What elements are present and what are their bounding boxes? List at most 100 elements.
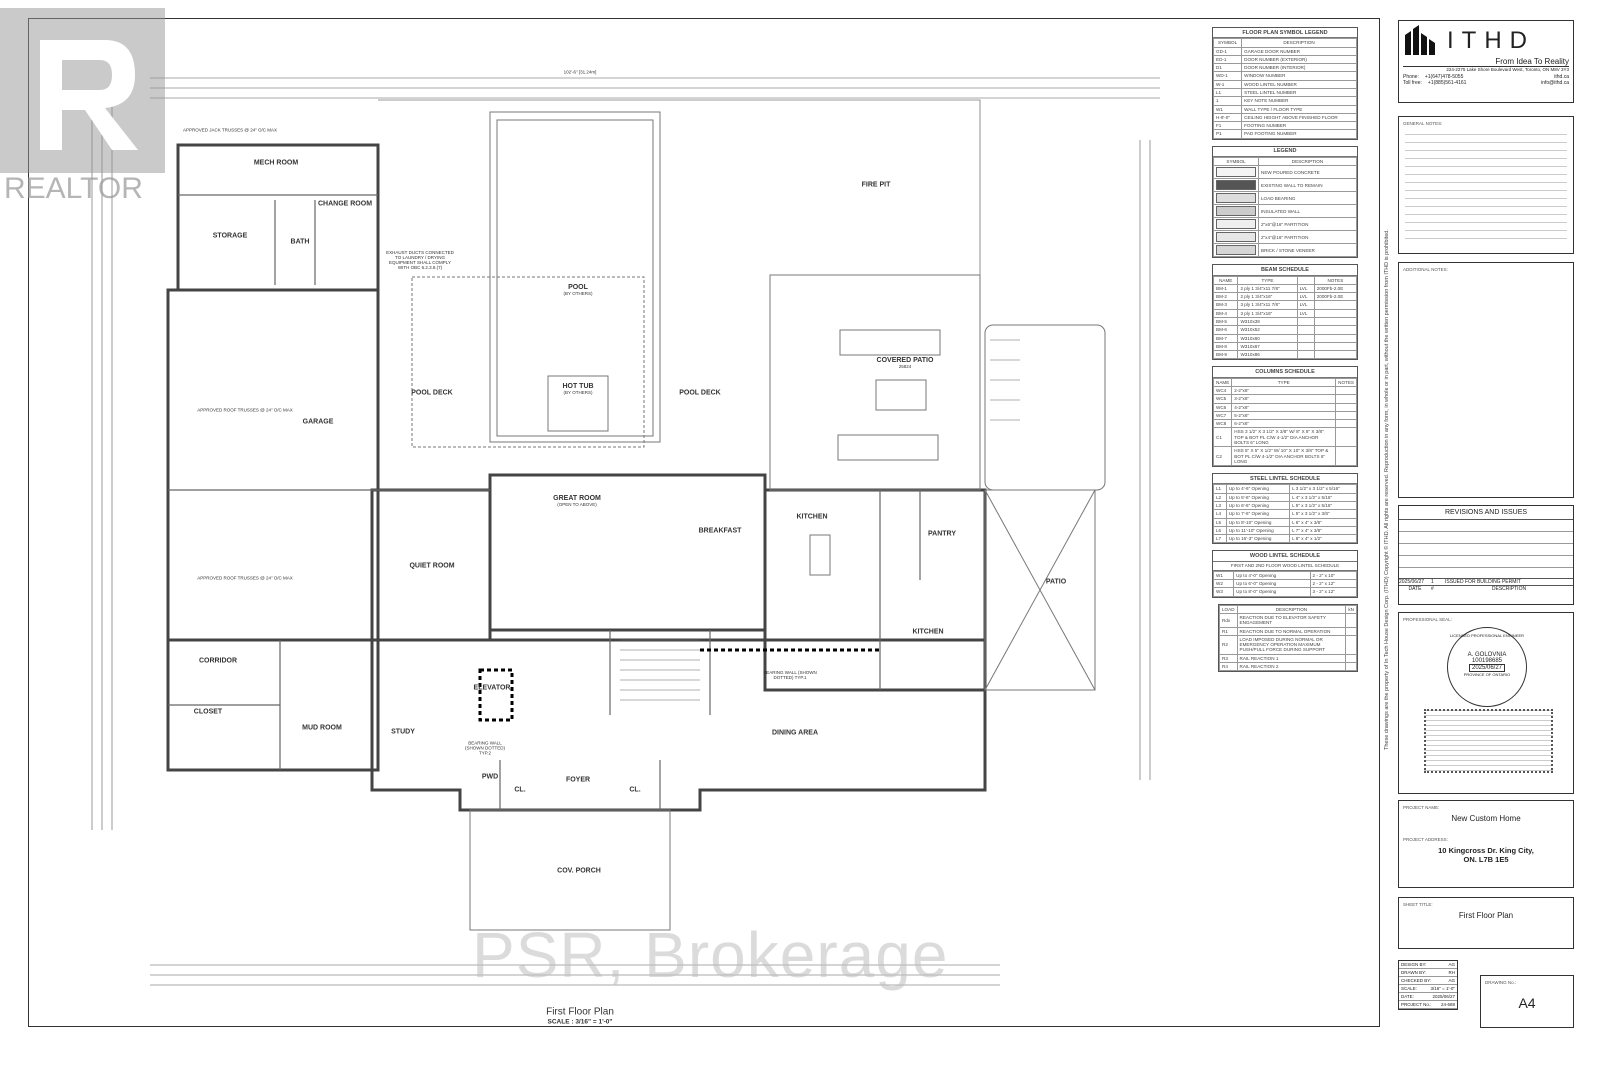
table-cell <box>1213 204 1259 219</box>
room-label: BREAKFAST <box>699 528 742 535</box>
revision-header: DATE#DESCRIPTION <box>1399 585 1573 592</box>
drawing-number-block: DRAWING No.: A4 <box>1480 975 1574 1028</box>
table-row: 2"x4"@16" PARTITION <box>1213 230 1357 245</box>
title-block-row: SCALE:3/16" = 1'-0" <box>1399 985 1457 993</box>
column-header: NAME <box>1212 275 1239 285</box>
table-cell: Up to 4'-6" Opening <box>1225 484 1291 494</box>
table-cell: W310x39 <box>1237 316 1298 327</box>
title-block-row: DESIGN BY:AG <box>1399 961 1457 969</box>
table-cell: L 8" x 4" x 1/2" <box>1289 534 1357 544</box>
table-cell: W310x86 <box>1237 350 1298 360</box>
table-cell: Up to 11'-10" Opening <box>1225 525 1291 536</box>
room-name: COV. PORCH <box>557 867 601 875</box>
plan-scale: SCALE : 3/16" = 1'-0" <box>547 1018 613 1026</box>
table-cell <box>1345 613 1357 628</box>
table-cell: WC8 <box>1212 419 1233 429</box>
table-cell: WC4 <box>1212 385 1233 396</box>
column-header: TYPE <box>1231 377 1337 388</box>
table-row: BRICK / STONE VENEER <box>1213 243 1357 258</box>
table-cell: W2 <box>1212 579 1235 589</box>
steel-lintel-title: STEEL LINTEL SCHEDULE <box>1213 474 1357 485</box>
title-block-label: DRAWN BY: <box>1401 970 1427 975</box>
title-block-value: AG <box>1448 978 1455 983</box>
drawing-border <box>28 18 1380 1027</box>
room-note: (OPEN TO ABOVE) <box>557 502 597 507</box>
col-num: # <box>1431 586 1434 592</box>
project-block: PROJECT NAME: New Custom Home PROJECT AD… <box>1398 800 1574 888</box>
table-cell: WD-1 <box>1212 71 1243 81</box>
room-label: PANTRY <box>928 531 956 538</box>
table-cell <box>1213 165 1259 180</box>
title-block-value: AG <box>1448 962 1455 967</box>
building-logo-icon <box>1405 25 1435 55</box>
table-row: NEW POURED CONCRETE <box>1213 165 1357 180</box>
table-cell: BRICK / STONE VENEER <box>1258 243 1357 258</box>
room-label: GARAGE <box>303 419 334 426</box>
table-cell: Up to 5'-6" Opening <box>1225 492 1291 502</box>
table-cell: F1 <box>1212 121 1243 131</box>
seal-ring-bottom: PROVINCE OF ONTARIO <box>1463 672 1511 677</box>
table-cell: PAD FOOTING NUMBER <box>1241 129 1357 139</box>
phone-label: Phone: <box>1403 74 1419 80</box>
table-cell: 2000Fb-2.0E <box>1313 292 1358 302</box>
table-cell: GD-1 <box>1212 46 1243 56</box>
table-cell: Up to 6'-6" Opening <box>1225 500 1291 511</box>
bcin-stamp <box>1424 709 1553 773</box>
table-cell: L 4" x 3 1/2" x 5/16" <box>1289 492 1357 502</box>
col-date: DATE <box>1408 586 1422 592</box>
table-cell: NEW POURED CONCRETE <box>1258 165 1357 180</box>
room-label: KITCHEN <box>796 514 827 521</box>
table-cell: WINDOW NUMBER <box>1241 71 1357 81</box>
title-block-value: 3/16" = 1'-0" <box>1430 986 1455 991</box>
table-cell: W-1 <box>1212 79 1243 90</box>
room-name: FOYER <box>565 776 591 784</box>
table-cell <box>1335 427 1357 448</box>
title-block-label: CHECKED BY: <box>1401 978 1432 983</box>
column-header: TYPE <box>1237 275 1298 285</box>
table-cell: L4 <box>1213 509 1227 519</box>
room-name: MECH ROOM <box>253 159 299 167</box>
room-name: KITCHEN <box>796 513 828 521</box>
table-cell: P1 <box>1212 129 1243 139</box>
table-cell: 3-2"x6" <box>1231 394 1337 404</box>
engineer-seal: LICENSED PROFESSIONAL ENGINEER A. GOLOVN… <box>1447 627 1527 707</box>
room-label: GREAT ROOM(OPEN TO ABOVE) <box>553 495 601 507</box>
room-label: CL. <box>514 787 525 794</box>
table-cell: ED-1 <box>1212 54 1243 65</box>
room-name: GARAGE <box>302 418 334 426</box>
company-logo-block: ITHD From Idea To Reality 224-2275 Lake … <box>1398 20 1574 103</box>
room-label: PWD <box>482 774 498 781</box>
room-label: STUDY <box>391 729 415 736</box>
overall-dimension: 102'-6" [31.24m] <box>563 69 597 75</box>
table-cell: RAIL REACTION 1 <box>1236 653 1347 663</box>
room-name: STUDY <box>391 728 415 736</box>
room-label: HOT TUB(BY OTHERS) <box>562 383 593 395</box>
website: ithd.ca <box>1554 74 1569 80</box>
room-label: FIRE PIT <box>862 182 891 189</box>
room-label: PATIO <box>1046 579 1066 586</box>
copyright-notice: These drawings are the property of In Te… <box>1384 229 1394 750</box>
tollfree: +1(885)561-4161 <box>1427 80 1467 86</box>
column-header: DESCRIPTION <box>1236 604 1347 615</box>
table-cell: CEILING HEIGHT ABOVE FINISHED FLOOR <box>1241 112 1357 123</box>
room-name: MUD ROOM <box>302 724 342 732</box>
company-name: ITHD <box>1447 27 1535 54</box>
table-cell: 5-2"x6" <box>1231 410 1337 421</box>
legend-swatch <box>1216 193 1256 204</box>
